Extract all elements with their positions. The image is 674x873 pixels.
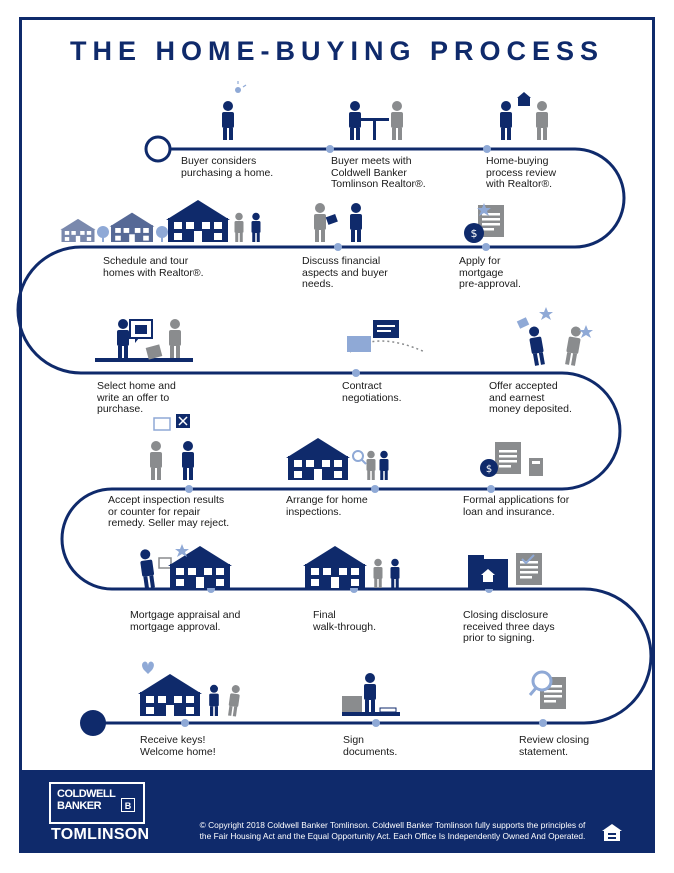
end-marker (80, 710, 106, 736)
receive-keys-icon (138, 661, 242, 717)
financial-discussion-icon (314, 203, 362, 242)
step-label: Buyer considers purchasing a home. (181, 155, 274, 179)
home-inspection-icon (286, 438, 389, 480)
step-label: Home-buying process review with Realtor®… (486, 155, 557, 190)
step-label: Closing disclosure received three days p… (463, 609, 555, 644)
step-label: Final walk-through. (313, 609, 377, 633)
start-marker (144, 135, 172, 163)
loan-application-icon: $ (480, 442, 543, 477)
step-label: Formal applications for loan and insuran… (463, 494, 570, 518)
sign-documents-icon (342, 673, 400, 716)
process-review-icon (500, 92, 548, 140)
step-label: Sign documents. (343, 734, 398, 758)
negotiation-icon (347, 320, 426, 353)
brand-logo: COLDWELL BANKER B (49, 782, 145, 824)
step-label: Select home and write an offer to purcha… (97, 380, 176, 415)
step-label: Schedule and tour homes with Realtor®. (103, 255, 204, 279)
step-label: Offer accepted and earnest money deposit… (489, 380, 572, 415)
mortgage-preapproval-icon: $ (464, 203, 504, 243)
svg-text:$: $ (471, 227, 478, 240)
appraisal-icon (138, 544, 232, 589)
walk-through-icon (303, 546, 400, 588)
offer-writing-icon (95, 319, 193, 362)
home-tour-icon (60, 200, 261, 242)
step-label: Contract negotiations. (342, 380, 402, 404)
process-path (16, 147, 653, 725)
inspection-results-icon (150, 414, 194, 480)
svg-text:$: $ (486, 464, 492, 475)
step-label: Buyer meets with Coldwell Banker Tomlins… (331, 155, 426, 190)
meeting-icon (349, 101, 403, 140)
logo-text: COLDWELL BANKER (57, 788, 116, 812)
celebration-icon (516, 307, 593, 367)
step-label: Receive keys! Welcome home! (140, 734, 216, 758)
step-label: Apply for mortgage pre-approval. (459, 255, 521, 290)
review-statement-icon (528, 670, 566, 709)
logo-badge: B (121, 798, 135, 812)
copyright-text: © Copyright 2018 Coldwell Banker Tomlins… (199, 820, 586, 841)
step-label: Accept inspection results or counter for… (108, 494, 230, 529)
page-title: THE HOME-BUYING PROCESS (69, 36, 605, 66)
step-label: Arrange for home inspections. (286, 494, 368, 518)
step-label: Review closing statement. (519, 734, 590, 758)
thinking-buyer-icon (222, 81, 247, 140)
equal-housing-icon (602, 824, 622, 841)
office-name: TOMLINSON (51, 826, 150, 843)
poster-frame (19, 17, 655, 853)
step-label: Discuss financial aspects and buyer need… (302, 255, 388, 290)
closing-disclosure-icon (468, 553, 542, 589)
footer: COLDWELL BANKER B TOMLINSON © Copyright … (19, 770, 655, 853)
step-label: Mortgage appraisal and mortgage approval… (130, 609, 241, 633)
